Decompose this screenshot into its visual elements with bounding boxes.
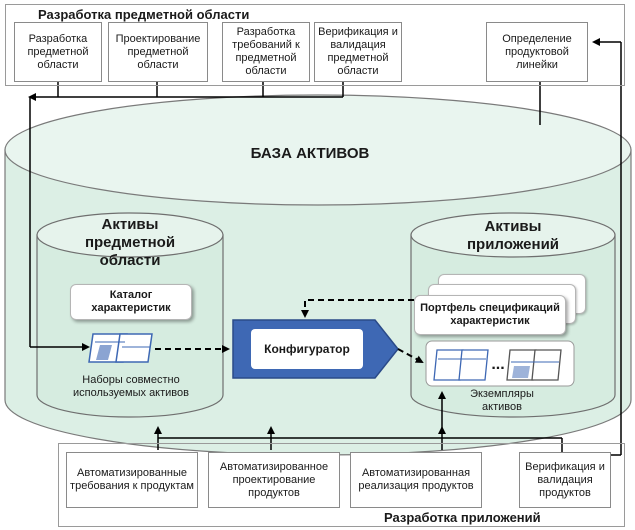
asset-instances-panel xyxy=(425,340,575,387)
application-assets-title: Активы приложений xyxy=(466,218,560,253)
product-implementation-box[interactable]: Автоматизированная реализация продуктов xyxy=(350,452,482,508)
asset-instances-label: Экземпляры активов xyxy=(470,388,534,413)
shared-assets-label: Наборы совместно используемых активов xyxy=(73,374,189,399)
configurator-dashed-arrows xyxy=(155,299,424,363)
product-line-box[interactable]: Определение продуктовой линейки xyxy=(486,22,588,82)
domain-design-box[interactable]: Проектирование предметной области xyxy=(108,22,208,82)
application-engineering-title: Разработка приложений xyxy=(384,510,541,525)
feature-portfolio-card[interactable]: Портфель спецификаций характеристик xyxy=(414,295,566,335)
domain-engineering-title: Разработка предметной области xyxy=(38,7,250,22)
domain-requirements-box[interactable]: Разработка требований к предметной облас… xyxy=(222,22,310,82)
feedback-arrow xyxy=(592,38,622,456)
bottom-flow-arrows xyxy=(154,391,563,452)
configurator-label[interactable]: Конфигуратор xyxy=(251,329,363,369)
product-requirements-box[interactable]: Автоматизированные требования к продукта… xyxy=(66,452,198,508)
top-flow-arrows xyxy=(28,80,344,351)
application-engineering-frame xyxy=(58,443,625,527)
domain-assets-title: Активы предметной области xyxy=(84,216,176,269)
domain-development-box[interactable]: Разработка предметной области xyxy=(14,22,102,82)
asset-base-title: БАЗА АКТИВОВ xyxy=(250,145,370,162)
feature-catalog-card[interactable]: Каталог характеристик xyxy=(70,284,192,320)
shared-assets-icon xyxy=(88,333,153,363)
product-design-box[interactable]: Автоматизированное проектирование продук… xyxy=(208,452,340,508)
domain-assets-cylinder xyxy=(36,212,224,418)
domain-verification-box[interactable]: Верификация и валидация предметной облас… xyxy=(314,22,402,82)
domain-engineering-frame xyxy=(5,4,625,86)
product-verification-box[interactable]: Верификация и валидация продуктов xyxy=(519,452,611,508)
instances-ellipsis: ... xyxy=(491,356,505,373)
